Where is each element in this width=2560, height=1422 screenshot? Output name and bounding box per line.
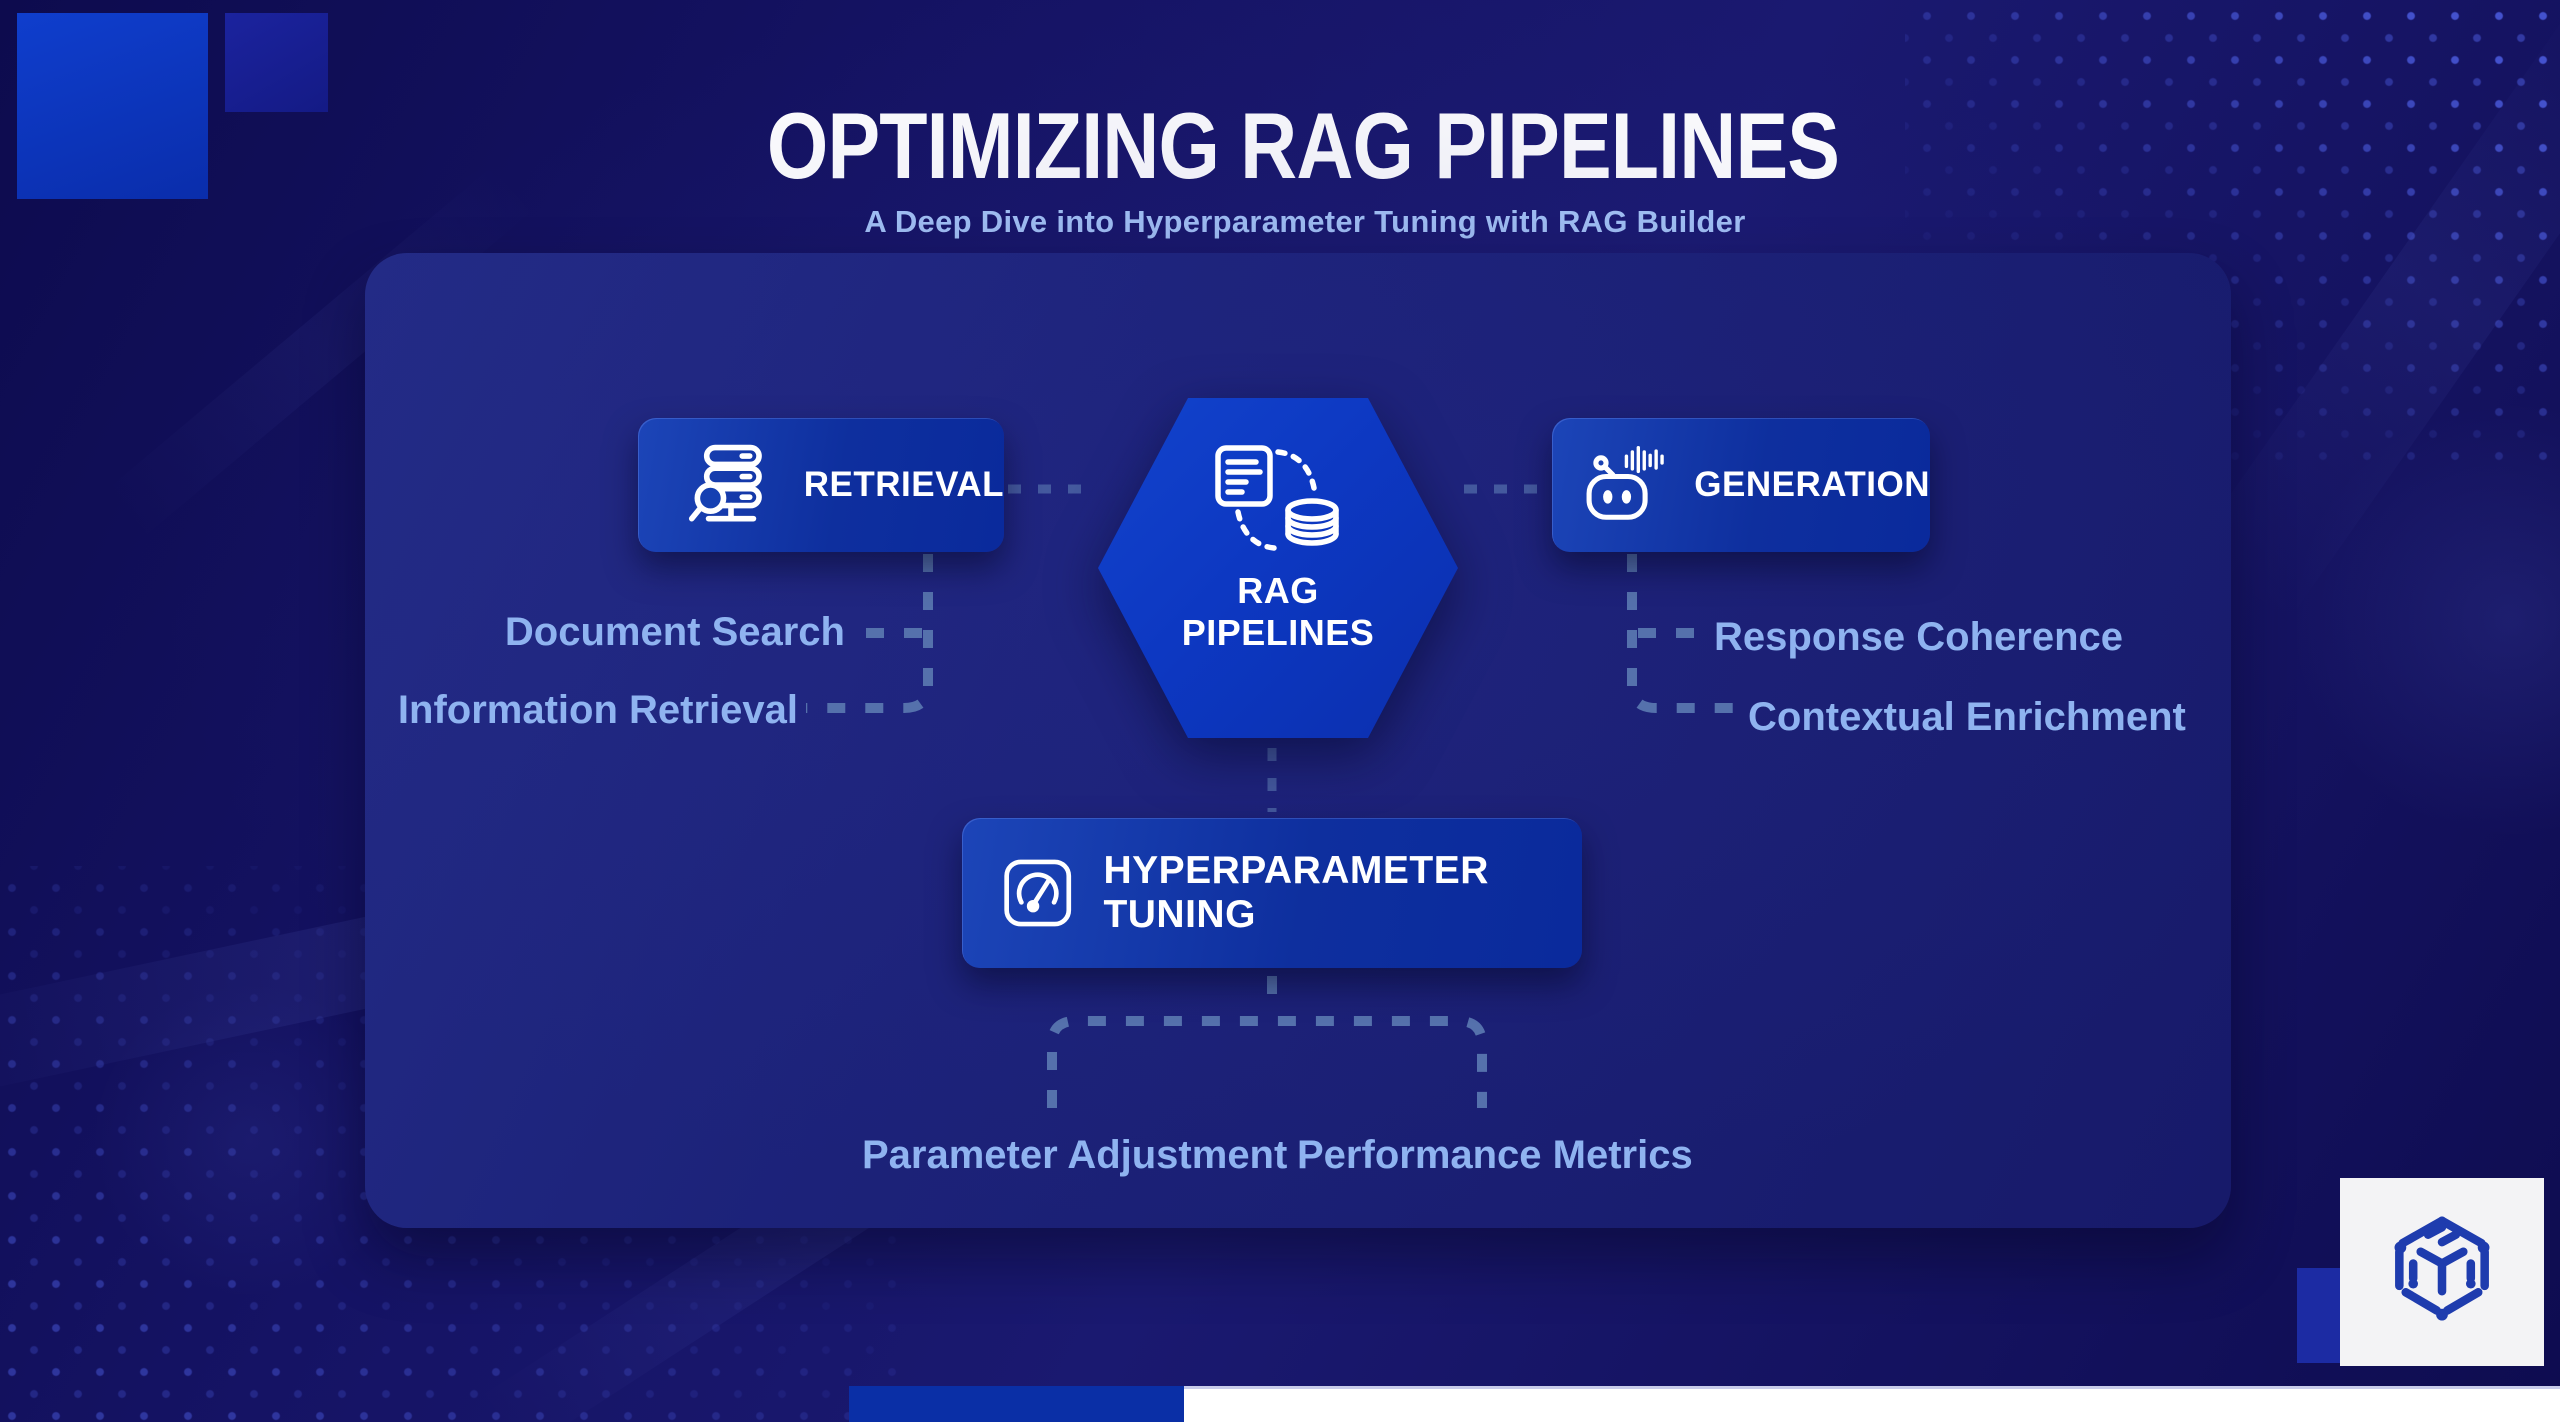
connector-generation-children [1627,554,1748,713]
label-document-search: Document Search [504,610,845,654]
page-title: OPTIMIZING RAG PIPELINES [766,93,1840,198]
node-label-generation: GENERATION [1694,465,1930,504]
center-node-wrap: RAG PIPELINES [1098,398,1458,738]
node-label-retrieval: RETRIEVAL [803,465,1004,504]
connector-tuning-children-bracket [1047,1016,1487,1108]
label-response-coherence: Response Coherence [1714,615,2124,659]
gauge-icon [1004,859,1072,927]
decor-glow [90,980,410,1300]
node-generation: GENERATION [1552,418,1930,552]
center-label-line2: PIPELINES [1181,612,1375,653]
node-label-hyperparameter-tuning: HYPERPARAMETER TUNING [1103,849,1489,936]
circuit-cube-logo [2394,1216,2490,1321]
label-information-retrieval: Information Retrieval [397,688,798,732]
decor-square-small [225,13,328,112]
page-subtitle: A Deep Dive into Hyperparameter Tuning w… [864,204,1746,239]
center-label-line1: RAG [1237,570,1319,611]
document-database-sync-icon [1215,445,1339,551]
decor-square-large [17,13,208,199]
node-retrieval: RETRIEVAL [638,418,1004,552]
logo-tile [2340,1178,2544,1366]
label-contextual-enrichment: Contextual Enrichment [1748,695,2186,739]
server-search-icon [688,444,762,522]
label-performance-metrics: Performance Metrics [1297,1133,1693,1177]
connector-retrieval-children [806,554,933,713]
footer-bar-blue [849,1386,1184,1422]
label-parameter-adjustment: Parameter Adjustment [862,1133,1288,1177]
robot-icon [1586,445,1664,520]
center-node-rag-pipelines: RAG PIPELINES [1098,398,1458,738]
footer-bar-white [1184,1386,2560,1422]
node-hyperparameter-tuning: HYPERPARAMETER TUNING [962,818,1582,968]
